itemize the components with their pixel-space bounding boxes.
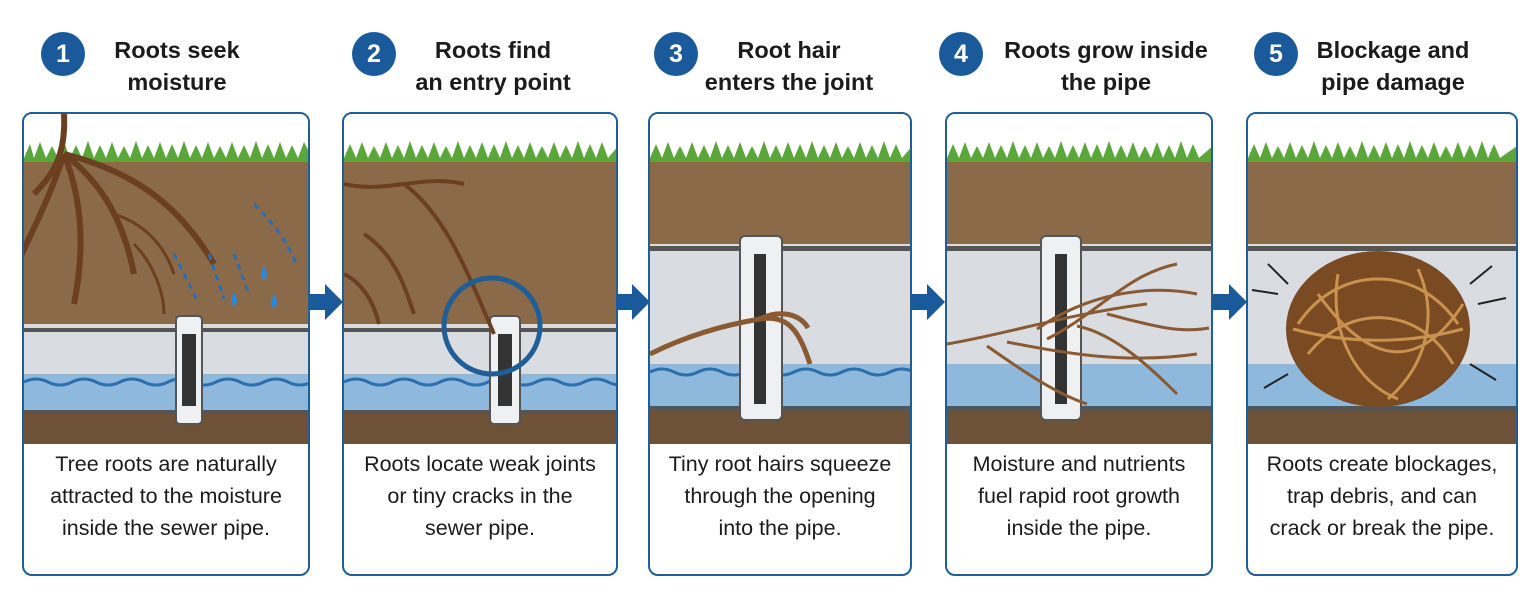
step-description-line: fuel rapid root growth bbox=[978, 484, 1180, 508]
step-description: Tiny root hairs squeeze through the open… bbox=[650, 448, 910, 544]
arrow-right-icon bbox=[616, 284, 650, 320]
arrow-right-icon bbox=[911, 284, 945, 320]
step-description: Moisture and nutrients fuel rapid root g… bbox=[947, 448, 1211, 544]
step-number-badge: 4 bbox=[939, 32, 983, 76]
step-2: 2 Roots find an entry point Roots locate… bbox=[342, 0, 618, 608]
step-3: 3 Root hair enters the joint Tiny root h… bbox=[648, 0, 912, 608]
step-title-line: Blockage and bbox=[1316, 37, 1470, 63]
step-title-line: Root hair bbox=[737, 37, 841, 63]
arrow-right-icon bbox=[1213, 284, 1247, 320]
step-title: Roots find an entry point bbox=[398, 34, 588, 98]
blockage-damage-illustration bbox=[1248, 114, 1516, 444]
step-header: 1 Roots seek moisture bbox=[22, 30, 310, 110]
step-title-line: pipe damage bbox=[1321, 69, 1465, 95]
step-number-badge: 2 bbox=[352, 32, 396, 76]
step-header: 3 Root hair enters the joint bbox=[648, 30, 912, 110]
step-description-line: inside the pipe. bbox=[1006, 516, 1152, 540]
step-description-line: sewer pipe. bbox=[425, 516, 535, 540]
step-description-line: into the pipe. bbox=[718, 516, 842, 540]
step-title-line: Roots grow inside bbox=[1004, 37, 1208, 63]
step-title-line: Roots find bbox=[434, 37, 552, 63]
step-description-line: crack or break the pipe. bbox=[1269, 516, 1495, 540]
step-description: Tree roots are naturally attracted to th… bbox=[24, 448, 308, 544]
step-number-badge: 5 bbox=[1254, 32, 1298, 76]
step-description: Roots create blockages, trap debris, and… bbox=[1248, 448, 1516, 544]
step-4: 4 Roots grow inside the pipe Moisture an… bbox=[939, 0, 1213, 608]
step-description-line: through the opening bbox=[684, 484, 876, 508]
arrow-right-icon bbox=[309, 284, 343, 320]
step-description-line: Tiny root hairs squeeze bbox=[668, 452, 892, 476]
step-title: Roots seek moisture bbox=[84, 34, 270, 98]
step-title: Blockage and pipe damage bbox=[1300, 34, 1486, 98]
step-number-badge: 1 bbox=[41, 32, 85, 76]
roots-seek-moisture-illustration bbox=[24, 114, 308, 444]
step-description-line: inside the sewer pipe. bbox=[62, 516, 270, 540]
step-title: Roots grow inside the pipe bbox=[991, 34, 1221, 98]
roots-find-entry-illustration bbox=[344, 114, 616, 444]
step-number-badge: 3 bbox=[654, 32, 698, 76]
step-panel: Tree roots are naturally attracted to th… bbox=[22, 112, 310, 576]
step-description-line: Moisture and nutrients bbox=[972, 452, 1186, 476]
roots-grow-inside-illustration bbox=[947, 114, 1211, 444]
step-5: 5 Blockage and pipe damage Roots create … bbox=[1246, 0, 1518, 608]
step-header: 2 Roots find an entry point bbox=[342, 30, 618, 110]
step-title-line: enters the joint bbox=[704, 69, 874, 95]
step-description: Roots locate weak joints or tiny cracks … bbox=[344, 448, 616, 544]
step-title: Root hair enters the joint bbox=[696, 34, 882, 98]
step-panel: Roots locate weak joints or tiny cracks … bbox=[342, 112, 618, 576]
step-panel: Moisture and nutrients fuel rapid root g… bbox=[945, 112, 1213, 576]
step-description-line: attracted to the moisture bbox=[50, 484, 282, 508]
step-header: 4 Roots grow inside the pipe bbox=[939, 30, 1213, 110]
step-1: 1 Roots seek moisture Tre bbox=[22, 0, 310, 608]
step-description-line: trap debris, and can bbox=[1286, 484, 1478, 508]
step-header: 5 Blockage and pipe damage bbox=[1246, 30, 1518, 110]
step-description-line: Tree roots are naturally bbox=[55, 452, 277, 476]
step-description-line: Roots locate weak joints bbox=[364, 452, 596, 476]
step-title-line: Roots seek bbox=[114, 37, 240, 63]
step-title-line: moisture bbox=[127, 69, 227, 95]
step-panel: Tiny root hairs squeeze through the open… bbox=[648, 112, 912, 576]
step-description-line: or tiny cracks in the bbox=[387, 484, 573, 508]
step-title-line: the pipe bbox=[1060, 69, 1152, 95]
step-panel: Roots create blockages, trap debris, and… bbox=[1246, 112, 1518, 576]
step-title-line: an entry point bbox=[415, 69, 571, 95]
root-hair-enters-illustration bbox=[650, 114, 910, 444]
step-description-line: Roots create blockages, bbox=[1266, 452, 1498, 476]
